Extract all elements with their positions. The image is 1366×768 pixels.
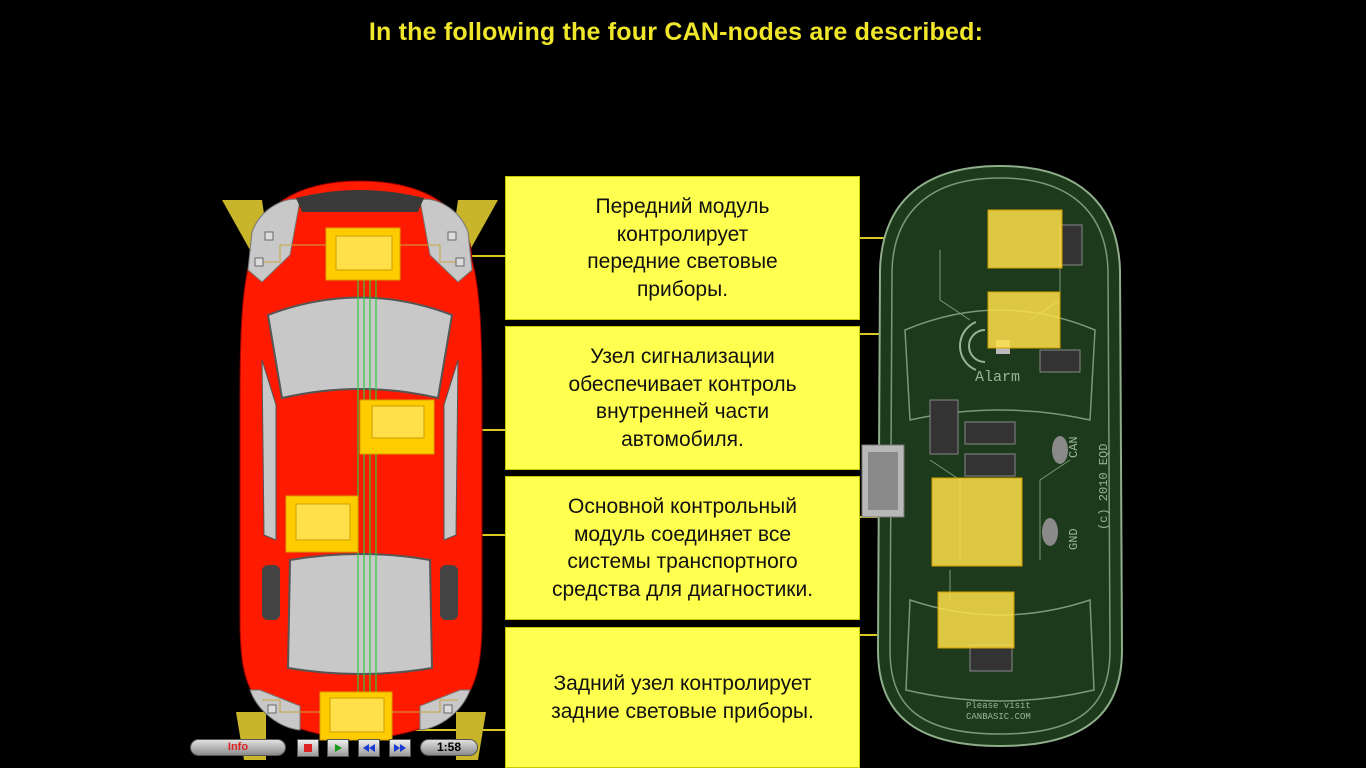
rear-node-text: Задний узел контролирует задние световые…: [551, 672, 814, 723]
page-title: In the following the four CAN-nodes are …: [368, 18, 984, 46]
fast-forward-icon: [394, 744, 406, 752]
time-display: 1:58: [420, 739, 478, 756]
main-module-text: Основной контрольный модуль соединяет вс…: [551, 495, 814, 601]
visit-line1: Please visit: [966, 701, 1031, 711]
front-module-text: Передний модуль контролирует передние св…: [587, 195, 778, 301]
play-icon: [335, 744, 342, 752]
fast-forward-button[interactable]: [389, 739, 411, 757]
rewind-icon: [363, 744, 375, 752]
can-label: CAN: [1067, 436, 1081, 458]
rear-node-description: Задний узел контролирует задние световые…: [505, 627, 860, 768]
car-illustration: [222, 180, 498, 760]
copyright-label: (c) 2010 EQD: [1097, 444, 1111, 530]
alarm-node-text: Узел сигнализации обеспечивает контроль …: [568, 345, 797, 451]
visit-line2: CANBASIC.COM: [966, 712, 1031, 722]
stop-button[interactable]: [297, 739, 319, 757]
rewind-button[interactable]: [358, 739, 380, 757]
alarm-label: Alarm: [975, 369, 1020, 386]
gnd-label: GND: [1067, 528, 1081, 550]
stop-icon: [304, 744, 312, 752]
play-button[interactable]: [327, 739, 349, 757]
time-label: 1:58: [436, 740, 462, 754]
info-label: Info: [227, 741, 249, 753]
alarm-node-description: Узел сигнализации обеспечивает контроль …: [505, 326, 860, 470]
info-button[interactable]: Info: [190, 739, 286, 756]
front-module-description: Передний модуль контролирует передние св…: [505, 176, 860, 320]
main-module-description: Основной контрольный модуль соединяет вс…: [505, 476, 860, 620]
pcb-board-illustration: Alarm CAN GND (c) 2010 EQD Please visit …: [861, 164, 1124, 748]
